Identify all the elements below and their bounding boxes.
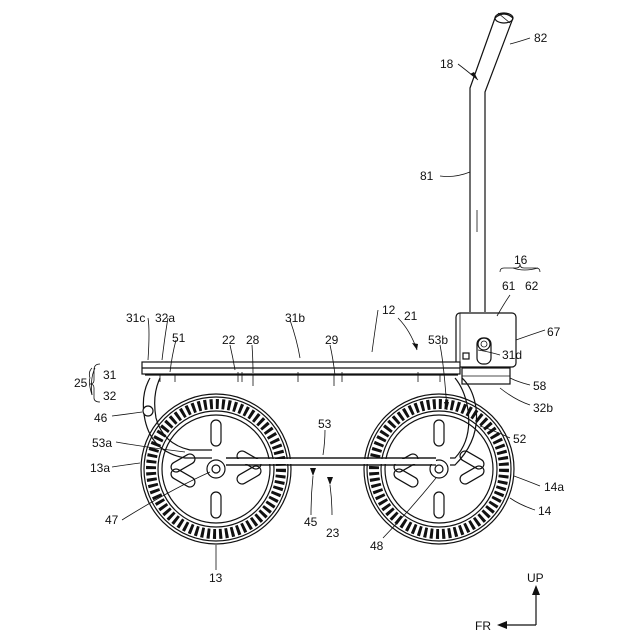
label-13: 13	[209, 571, 223, 585]
label-67: 67	[547, 325, 561, 339]
label-28: 28	[246, 333, 260, 347]
label-46: 46	[94, 411, 108, 425]
label-29: 29	[325, 333, 339, 347]
label-31b: 31b	[285, 311, 305, 325]
label-23: 23	[326, 526, 340, 540]
up-arrow-icon	[532, 585, 540, 595]
label-81: 81	[420, 169, 434, 183]
label-45: 45	[304, 515, 318, 529]
label-53a: 53a	[92, 436, 112, 450]
label-31c: 31c	[126, 311, 145, 325]
label-25: 25	[74, 376, 88, 390]
label-14: 14	[538, 504, 552, 518]
label-14a: 14a	[544, 480, 564, 494]
label-16: 16	[514, 253, 528, 267]
label-53: 53	[318, 417, 332, 431]
stay-tube-front	[226, 458, 436, 465]
wheel-14	[364, 394, 514, 544]
orientation-indicator: UP FR	[475, 571, 544, 633]
label-32b: 32b	[533, 401, 553, 415]
label-62: 62	[525, 279, 539, 293]
label-58: 58	[533, 379, 547, 393]
label-12: 12	[382, 303, 396, 317]
label-32: 32	[103, 389, 117, 403]
axis-up-label: UP	[527, 571, 544, 585]
label-31: 31	[103, 368, 117, 382]
label-13a: 13a	[90, 461, 110, 475]
wheel-13	[141, 394, 291, 544]
label-48: 48	[370, 539, 384, 553]
stay-tube-53	[143, 378, 477, 465]
label-51: 51	[172, 331, 186, 345]
axis-fr-label: FR	[475, 619, 491, 633]
label-21: 21	[404, 309, 418, 323]
label-52: 52	[513, 432, 527, 446]
frame-25	[142, 362, 510, 386]
label-61: 61	[502, 279, 516, 293]
label-32a: 32a	[155, 311, 175, 325]
handle-18	[470, 13, 513, 312]
front-arrow-icon	[497, 621, 507, 629]
label-18: 18	[440, 57, 454, 71]
label-53b: 53b	[428, 333, 448, 347]
label-22: 22	[222, 333, 236, 347]
label-82: 82	[534, 31, 548, 45]
label-31d: 31d	[502, 348, 522, 362]
leader-arrows	[310, 72, 478, 485]
label-47: 47	[105, 513, 119, 527]
